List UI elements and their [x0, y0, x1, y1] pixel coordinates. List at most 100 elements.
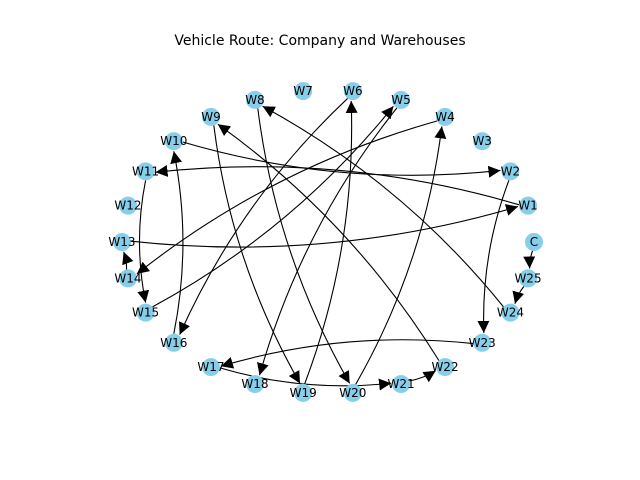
node-label: W14	[114, 271, 141, 285]
node-label: W10	[160, 134, 187, 148]
node-w1: W1	[518, 196, 538, 215]
node-circle	[136, 303, 155, 322]
node-label: W19	[290, 386, 317, 400]
node-label: W15	[132, 306, 159, 320]
edge-w23-w17	[220, 339, 474, 369]
node-label: C	[530, 235, 538, 249]
node-circle	[164, 132, 183, 151]
node-label: W3	[472, 134, 492, 148]
node-label: W6	[343, 84, 363, 98]
edge-w2-w23	[477, 180, 510, 333]
node-w23: W23	[469, 333, 496, 352]
node-circle	[294, 383, 313, 402]
node-label: W16	[160, 336, 187, 350]
node-circle	[164, 333, 183, 352]
node-label: W4	[435, 110, 455, 124]
node-label: W9	[201, 110, 221, 124]
node-w21: W21	[387, 375, 415, 394]
node-label: W24	[497, 306, 524, 320]
node-circle	[245, 90, 264, 109]
node-circle	[294, 82, 313, 101]
node-circle	[201, 358, 220, 377]
chart-title: Vehicle Route: Company and Warehouses	[174, 33, 466, 49]
node-label: W23	[469, 336, 496, 350]
node-w3: W3	[472, 132, 492, 151]
node-circle	[245, 375, 264, 394]
edges-layer	[122, 98, 536, 391]
node-circle	[343, 82, 362, 101]
node-label: W2	[501, 164, 521, 178]
node-label: W18	[241, 377, 268, 391]
node-w19: W19	[290, 383, 317, 402]
edge-w8-w20	[257, 108, 351, 384]
node-w13: W13	[108, 233, 136, 251]
node-w18: W18	[241, 375, 269, 394]
edge-w16-w10	[170, 151, 184, 334]
edge-w13-w1	[130, 204, 519, 248]
edge-w6-w16	[179, 98, 348, 335]
node-w25: W25	[514, 269, 542, 288]
node-circle	[501, 303, 520, 322]
edge-w4-w14	[136, 120, 438, 275]
node-label: W5	[391, 93, 411, 107]
node-label: W11	[132, 164, 159, 178]
node-w11: W11	[132, 162, 159, 181]
node-w9: W9	[201, 107, 221, 126]
node-circle	[392, 375, 411, 394]
node-circle	[473, 132, 492, 151]
node-w12: W12	[114, 196, 142, 215]
node-label: W22	[431, 360, 458, 374]
node-w20: W20	[339, 383, 366, 402]
node-w17: W17	[197, 358, 225, 377]
node-w24: W24	[497, 303, 524, 322]
node-label: W21	[387, 377, 414, 391]
node-w2: W2	[501, 162, 521, 181]
node-circle	[113, 233, 131, 251]
node-circle	[436, 107, 455, 126]
edge-w20-w4	[355, 126, 447, 385]
node-w14: W14	[114, 269, 142, 288]
node-circle	[118, 196, 137, 215]
edge-w10-w2	[182, 141, 501, 178]
node-w8: W8	[245, 90, 265, 109]
node-w10: W10	[160, 132, 187, 151]
edge-w21-w22	[409, 370, 436, 383]
node-w4: W4	[435, 107, 455, 126]
node-circle	[201, 107, 220, 126]
edge-w9-w19	[213, 125, 301, 384]
edge-w25-w24	[512, 286, 525, 304]
node-w16: W16	[160, 333, 187, 352]
edge-w15-w5	[152, 105, 394, 308]
node-label: W7	[293, 84, 313, 98]
node-label: W13	[108, 235, 135, 249]
node-circle	[501, 162, 520, 181]
node-label: W20	[339, 386, 366, 400]
node-label: W12	[114, 199, 141, 213]
node-circle	[519, 196, 538, 215]
edge-w22-w9	[217, 123, 440, 361]
node-circle	[525, 233, 543, 251]
node-circle	[118, 269, 137, 288]
edge-w14-w13	[122, 251, 134, 270]
node-circle	[519, 269, 538, 288]
node-label: W17	[197, 360, 224, 374]
node-label: W8	[245, 93, 265, 107]
node-w15: W15	[132, 303, 159, 322]
edge-w19-w6	[304, 100, 358, 385]
node-w6: W6	[343, 82, 363, 101]
node-circle	[473, 333, 492, 352]
node-circle	[436, 358, 455, 377]
node-circle	[136, 162, 155, 181]
node-w5: W5	[391, 90, 411, 109]
edge-c-w25	[523, 250, 536, 269]
node-label: W25	[514, 271, 541, 285]
edge-w1-w11	[155, 164, 520, 206]
nodes-layer: C W1 W2 W3 W4 W5 W6 W7W8W9W10W11W12W13W14W15W16…	[108, 82, 543, 402]
node-c: C	[525, 233, 543, 251]
node-w7: W7	[293, 82, 313, 101]
node-label: W1	[518, 199, 538, 213]
edge-w24-w8	[262, 105, 504, 308]
edge-w11-w15	[137, 180, 150, 303]
